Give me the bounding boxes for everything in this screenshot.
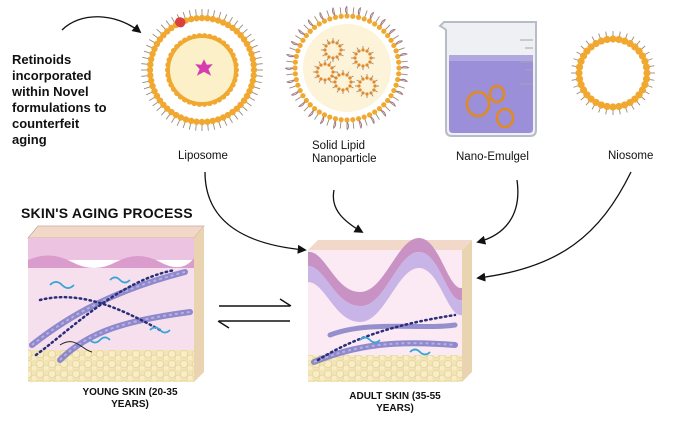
niosome-label: Niosome	[608, 150, 654, 162]
equilibrium-arrows	[217, 298, 292, 329]
young-skin-block	[27, 225, 205, 382]
adult-skin-caption: ADULT SKIN (35-55 YEARS)	[349, 391, 441, 414]
section-heading: SKIN'S AGING PROCESS	[21, 205, 193, 221]
nano-emulgel-beaker-icon	[438, 21, 537, 137]
adult-skin-block	[308, 237, 472, 382]
young-skin-caption: YOUNG SKIN (20-35 YEARS)	[82, 387, 178, 410]
niosome-icon	[571, 31, 655, 115]
intro-arrow	[61, 16, 142, 34]
nano-emulgel-label: Nano-Emulgel	[456, 151, 529, 163]
solid-lipid-nanoparticle-icon	[284, 5, 410, 131]
liposome-icon	[141, 9, 263, 131]
nano-emulgel-arrow	[476, 179, 519, 245]
sln-arrow	[332, 189, 364, 233]
liposome-label: Liposome	[178, 150, 228, 162]
solid-lipid-nanoparticle-label: Solid Lipid Nanoparticle	[312, 140, 377, 165]
intro-text: Retinoids incorporated within Novel form…	[12, 52, 107, 147]
liposome-arrow	[204, 171, 307, 254]
niosome-arrow	[476, 171, 632, 282]
